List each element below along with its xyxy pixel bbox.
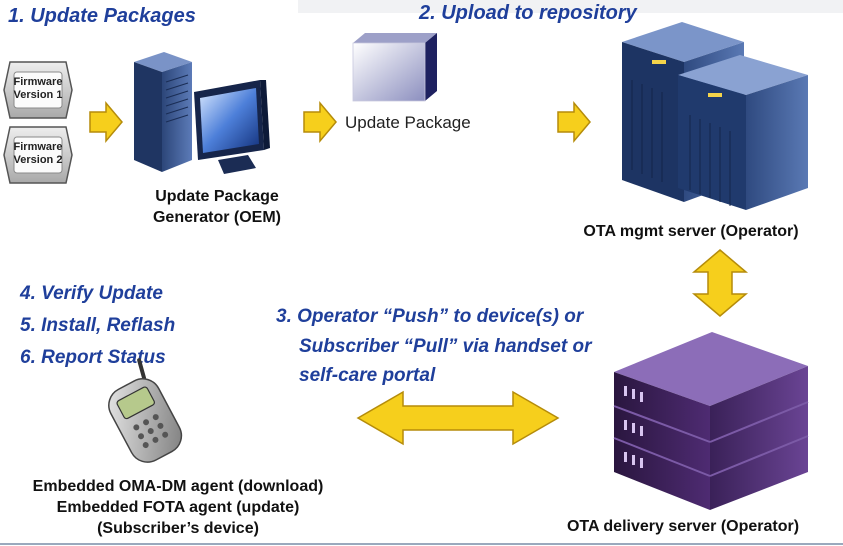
arrow-right-icon xyxy=(303,100,337,144)
double-arrow-icon xyxy=(356,390,560,446)
package-box-icon xyxy=(352,33,437,102)
firmware-version-2: Firmware Version 2 xyxy=(2,125,74,185)
mgmt-server-caption: OTA mgmt server (Operator) xyxy=(583,223,799,240)
generator-caption-line1: Update Package xyxy=(155,188,279,205)
step-5-label: 5. Install, Reflash xyxy=(20,315,176,336)
step-3-line3: self-care portal xyxy=(299,365,436,386)
step-6-label: 6. Report Status xyxy=(20,347,166,368)
firmware-1-line2: Version 1 xyxy=(13,89,63,101)
device-caption: Embedded OMA-DM agent (download) Embedde… xyxy=(0,476,356,539)
step-3-line2: Subscriber “Pull” via handset or xyxy=(299,336,592,357)
firmware-chip-icon xyxy=(3,126,73,184)
generator-caption: Update Package Generator (OEM) xyxy=(122,186,312,228)
bottom-divider xyxy=(0,543,843,545)
device-caption-line3: (Subscriber’s device) xyxy=(97,520,259,537)
step-4-label: 4. Verify Update xyxy=(20,283,163,304)
arrow-right-icon xyxy=(557,100,591,144)
firmware-version-1: Firmware Version 1 xyxy=(2,60,74,120)
mobile-phone-icon xyxy=(108,358,183,463)
server-rack-icon xyxy=(622,22,808,210)
generator-caption-line2: Generator (OEM) xyxy=(152,209,281,226)
firmware-chip-icon xyxy=(3,61,73,119)
server-stack-icon xyxy=(613,332,809,510)
firmware-2-line1: Firmware xyxy=(13,141,63,153)
firmware-1-line1: Firmware xyxy=(13,76,63,88)
step-2-label: 2. Upload to repository xyxy=(419,2,637,24)
computer-workstation-icon xyxy=(134,52,270,174)
device-caption-line1: Embedded OMA-DM agent (download) xyxy=(32,478,324,495)
step-3-line1: 3. Operator “Push” to device(s) or xyxy=(276,306,584,327)
step-1-label: 1. Update Packages xyxy=(8,5,196,27)
header-band xyxy=(298,0,843,13)
arrow-right-icon xyxy=(89,100,123,144)
update-package-label: Update Package xyxy=(345,113,471,132)
delivery-server-caption: OTA delivery server (Operator) xyxy=(566,518,800,535)
double-arrow-icon xyxy=(691,249,749,317)
device-caption-line2: Embedded FOTA agent (update) xyxy=(56,499,300,516)
firmware-2-line2: Version 2 xyxy=(13,154,63,166)
